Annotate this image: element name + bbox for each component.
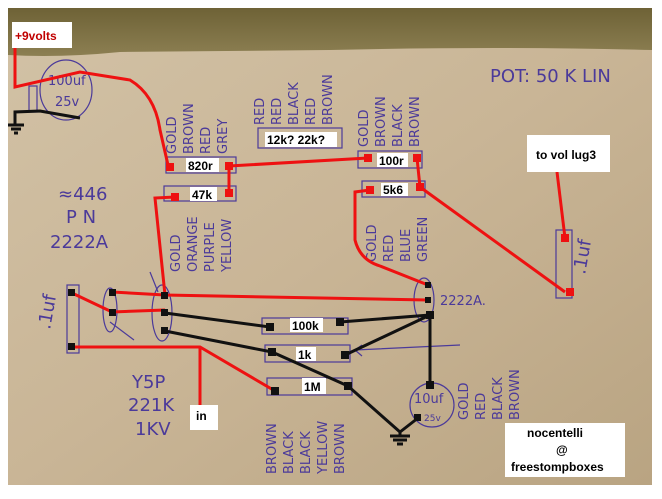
- color-band-100-3: BROWN: [408, 96, 423, 147]
- wire-vol: [555, 171, 567, 239]
- transistor-pn: P N: [66, 207, 96, 228]
- ground-symbol-top: [8, 123, 24, 135]
- y5p-cap-outline: [102, 287, 118, 333]
- color-band-1k-1: RED: [474, 393, 489, 420]
- solder-points: [68, 154, 574, 421]
- color-band-47k-3: YELLOW: [220, 219, 235, 273]
- color-band-12k-1: RED: [270, 98, 285, 125]
- supply-label: +9volts: [15, 29, 57, 43]
- color-band-1m-2: BLACK: [299, 431, 314, 474]
- credit-name: nocentelli: [527, 426, 583, 440]
- color-band-1k-0: GOLD: [457, 382, 472, 420]
- color-band-820-2: RED: [199, 127, 214, 154]
- resistor-12k-label: 12k? 22k?: [267, 133, 325, 147]
- color-band-820-0: GOLD: [165, 116, 180, 154]
- y5p-voltage: 1KV: [135, 419, 171, 440]
- wires: [8, 47, 567, 446]
- labels: +9volts 820r 47k 12k? 22k? 100r 5k6 to v…: [12, 22, 625, 477]
- paper-background: [8, 8, 652, 485]
- transistor-hfe: ≈446: [58, 184, 107, 205]
- wire-supply: [13, 47, 170, 166]
- color-band-12k-2: BLACK: [287, 82, 302, 125]
- color-band-1m-0: BROWN: [265, 423, 280, 474]
- wire-ground-top: [13, 109, 81, 125]
- color-band-5k6-3: GREEN: [416, 217, 431, 262]
- color-band-1m-3: YELLOW: [316, 421, 331, 475]
- resistor-47k-label: 47k: [192, 188, 212, 202]
- pot-note: POT: 50 K LIN: [490, 66, 611, 87]
- cap-100uf-outline: [39, 59, 93, 121]
- credit-at: @: [556, 443, 568, 457]
- input-label: in: [196, 409, 207, 423]
- color-band-47k-0: GOLD: [169, 234, 184, 272]
- color-band-12k-0: RED: [253, 98, 268, 125]
- color-band-12k-3: RED: [304, 98, 319, 125]
- credit-site: freestompboxes: [511, 460, 604, 474]
- transistor-left-label: 2222A: [50, 232, 109, 253]
- color-band-820-3: GREY: [216, 119, 231, 154]
- dark-background: [8, 8, 652, 56]
- cap-10uf-voltage: 25v: [424, 414, 441, 424]
- resistor-12k-body: [257, 127, 343, 149]
- y5p-label: Y5P: [131, 372, 165, 393]
- vol-lug-label: to vol lug3: [536, 148, 596, 162]
- color-band-47k-1: ORANGE: [186, 216, 201, 272]
- color-band-5k6-1: RED: [382, 235, 397, 262]
- cap-01uf-left-body: [66, 284, 80, 354]
- wire-input: [72, 345, 276, 405]
- color-band-1m-4: BROWN: [333, 423, 348, 474]
- color-band-100-2: BLACK: [391, 104, 406, 147]
- resistor-100r-label: 100r: [379, 154, 404, 168]
- resistor-100k-label: 100k: [292, 319, 319, 333]
- color-band-5k6-2: BLUE: [399, 229, 414, 262]
- wire-bias: [227, 156, 566, 294]
- color-band-100-0: GOLD: [357, 109, 372, 147]
- color-band-820-1: BROWN: [182, 103, 197, 154]
- color-band-1k-2: BLACK: [491, 377, 506, 420]
- color-band-5k6-0: GOLD: [365, 224, 380, 262]
- color-band-100-1: BROWN: [374, 96, 389, 147]
- color-band-12k-4: BROWN: [321, 74, 336, 125]
- cap-10uf-value: 10uf: [414, 392, 444, 407]
- cap-100uf-voltage: 25v: [55, 95, 80, 110]
- resistor-1k-label: 1k: [298, 348, 312, 362]
- transistor-right-label: 2222A.: [440, 294, 486, 309]
- resistor-1m-label: 1M: [304, 380, 321, 394]
- pointer-arrows: [109, 271, 159, 341]
- ground-symbol-bottom: [390, 432, 410, 446]
- color-band-1m-1: BLACK: [282, 431, 297, 474]
- y5p-value: 221K: [128, 395, 175, 416]
- resistor-5k6-label: 5k6: [383, 183, 403, 197]
- color-band-1k-3: BROWN: [508, 369, 523, 420]
- resistor-820r-label: 820r: [188, 159, 213, 173]
- color-band-47k-2: PURPLE: [203, 222, 218, 272]
